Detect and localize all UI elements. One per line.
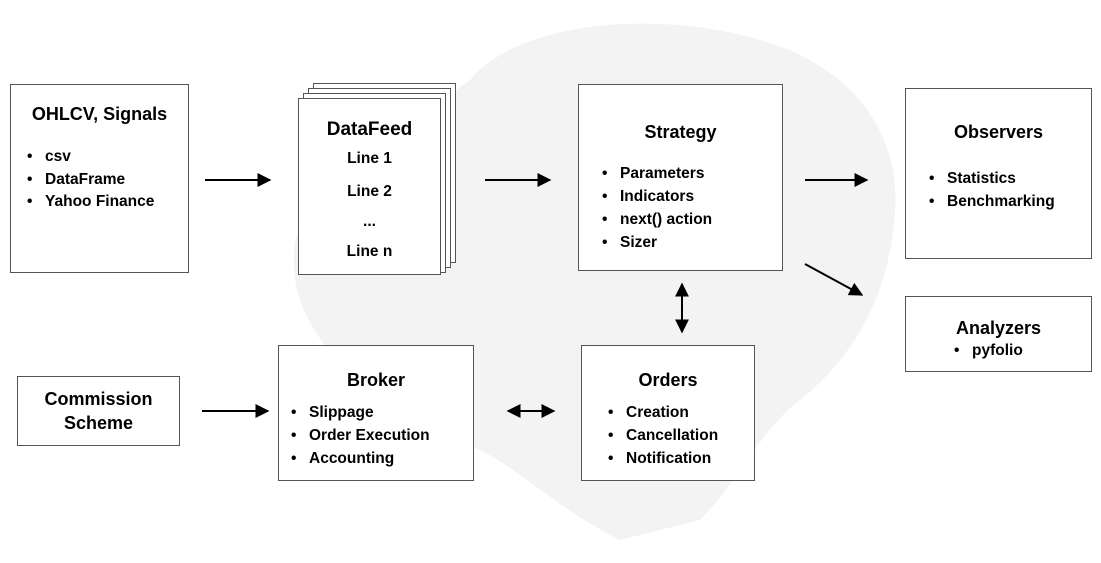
list-item: Indicators bbox=[596, 185, 781, 208]
list-item: pyfolio bbox=[948, 339, 1088, 362]
broker-box: Broker Slippage Order Execution Accounti… bbox=[278, 345, 474, 481]
datafeed-line: ... bbox=[363, 213, 376, 230]
list-item: Sizer bbox=[596, 231, 781, 254]
list-item: Statistics bbox=[923, 167, 1091, 190]
data-sources-box: OHLCV, Signals csv DataFrame Yahoo Finan… bbox=[10, 84, 189, 273]
list-item: next() action bbox=[596, 208, 781, 231]
datafeed-box: DataFeed Line 1 Line 2 ... Line n bbox=[298, 98, 441, 275]
observers-title: Observers bbox=[953, 122, 1044, 142]
orders-list: Creation Cancellation Notification bbox=[602, 401, 754, 470]
analyzers-box: Analyzers pyfolio bbox=[905, 296, 1092, 372]
list-item: csv bbox=[21, 145, 181, 168]
list-item: Cancellation bbox=[602, 424, 754, 447]
strategy-box: Strategy Parameters Indicators next() ac… bbox=[578, 84, 783, 271]
datafeed-line: Line n bbox=[346, 243, 393, 260]
list-item: Notification bbox=[602, 447, 754, 470]
datafeed-line: Line 2 bbox=[347, 183, 392, 200]
arrow-strategy-to-analyzers bbox=[804, 263, 864, 296]
list-item: Order Execution bbox=[285, 424, 473, 447]
list-item: Creation bbox=[602, 401, 754, 424]
data-sources-list: csv DataFrame Yahoo Finance bbox=[21, 145, 181, 212]
list-item: Parameters bbox=[596, 162, 781, 185]
orders-box: Orders Creation Cancellation Notificatio… bbox=[581, 345, 755, 481]
analyzers-title: Analyzers bbox=[955, 318, 1042, 338]
broker-title: Broker bbox=[346, 370, 406, 390]
data-sources-title: OHLCV, Signals bbox=[31, 104, 168, 124]
broker-list: Slippage Order Execution Accounting bbox=[285, 401, 473, 470]
observers-box: Observers Statistics Benchmarking bbox=[905, 88, 1092, 259]
analyzers-list: pyfolio bbox=[948, 339, 1088, 362]
commission-scheme-title: Commission Scheme bbox=[44, 389, 153, 433]
orders-title: Orders bbox=[638, 370, 698, 390]
list-item: Yahoo Finance bbox=[21, 191, 181, 212]
list-item: Slippage bbox=[285, 401, 473, 424]
strategy-list: Parameters Indicators next() action Size… bbox=[596, 162, 781, 254]
list-item: Benchmarking bbox=[923, 190, 1091, 213]
strategy-title: Strategy bbox=[644, 122, 717, 142]
list-item: DataFrame bbox=[21, 168, 181, 191]
datafeed-title: DataFeed bbox=[326, 119, 413, 140]
observers-list: Statistics Benchmarking bbox=[923, 167, 1091, 213]
datafeed-line: Line 1 bbox=[347, 150, 392, 167]
commission-scheme-box: Commission Scheme bbox=[17, 376, 180, 446]
list-item: Accounting bbox=[285, 447, 473, 470]
